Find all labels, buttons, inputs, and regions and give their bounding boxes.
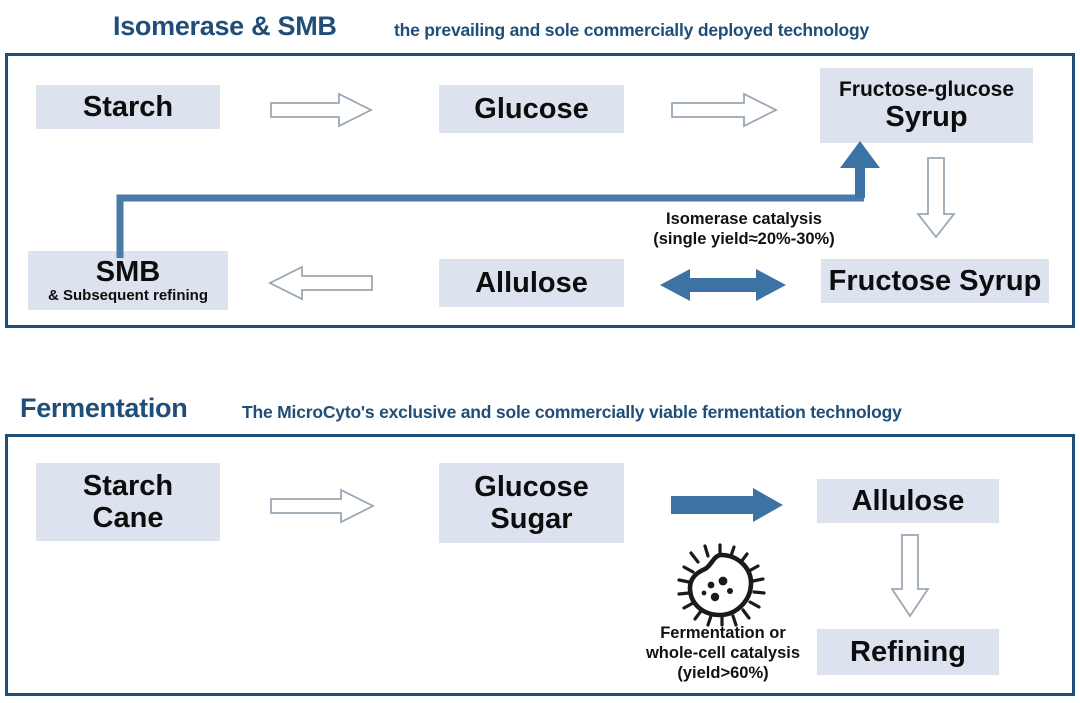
arrow-allulose-fructose-syrup-double xyxy=(658,266,788,304)
node-allulose-p1[interactable]: Allulose xyxy=(439,259,624,307)
arrow-smb-to-fructose-glucose-syrup-elbow xyxy=(108,136,908,261)
node-glucose-label: Glucose xyxy=(474,92,589,125)
caption-isomerase-line2: (single yield≈20%-30%) xyxy=(653,230,835,249)
node-starch-cane[interactable]: Starch Cane xyxy=(36,463,220,541)
node-fructose-glucose-syrup-label-line2: Syrup xyxy=(885,101,968,134)
arrow-allulose-to-refining xyxy=(889,533,931,619)
arrow-glucose-to-fructose-glucose-syrup xyxy=(670,92,779,128)
arrow-fructose-glucose-syrup-to-fructose-syrup xyxy=(916,156,956,240)
arrow-allulose-to-smb xyxy=(267,265,374,301)
panel-isomerase-smb: Starch Glucose Fructose-glucose Syrup SM… xyxy=(5,53,1075,328)
caption-isomerase-catalysis: Isomerase catalysis (single yield≈20%-30… xyxy=(616,209,872,249)
node-smb[interactable]: SMB & Subsequent refining xyxy=(28,251,228,310)
node-fructose-syrup[interactable]: Fructose Syrup xyxy=(821,259,1049,303)
node-glucose[interactable]: Glucose xyxy=(439,85,624,133)
arrow-starch-to-glucose xyxy=(269,92,374,128)
node-smb-label-line1: SMB xyxy=(95,255,161,288)
node-fructose-glucose-syrup-label-line1: Fructose-glucose xyxy=(838,77,1015,101)
node-allulose-p1-label: Allulose xyxy=(475,266,588,299)
caption-fermentation-line3: (yield>60%) xyxy=(677,664,769,683)
panel1-title-main: Isomerase & SMB xyxy=(113,11,337,41)
node-starch[interactable]: Starch xyxy=(36,85,220,129)
node-glucose-sugar[interactable]: Glucose Sugar xyxy=(439,463,624,543)
panel2-title-sub: The MicroCyto's exclusive and sole comme… xyxy=(242,402,902,422)
node-refining-label: Refining xyxy=(850,635,966,668)
node-fructose-glucose-syrup[interactable]: Fructose-glucose Syrup xyxy=(820,68,1033,143)
caption-fermentation-line2: whole-cell catalysis xyxy=(645,644,801,663)
arrow-starch-cane-to-glucose-sugar xyxy=(269,488,376,524)
node-glucose-sugar-label-line2: Sugar xyxy=(490,503,573,535)
node-refining[interactable]: Refining xyxy=(817,629,999,675)
node-fructose-syrup-label: Fructose Syrup xyxy=(828,264,1042,297)
caption-isomerase-line1: Isomerase catalysis xyxy=(666,210,822,228)
panel-fermentation: Starch Cane Glucose Sugar Allulose Refin… xyxy=(5,434,1075,696)
panel2-title-main: Fermentation xyxy=(20,393,188,423)
caption-fermentation: Fermentation or whole-cell catalysis (yi… xyxy=(616,623,830,683)
node-starch-cane-label-line1: Starch xyxy=(82,469,174,502)
node-starch-label: Starch xyxy=(82,90,174,123)
node-glucose-sugar-label-line1: Glucose xyxy=(474,470,589,503)
node-starch-cane-label-line2: Cane xyxy=(92,502,164,534)
panel1-title-sub: the prevailing and sole commercially dep… xyxy=(394,20,870,40)
caption-fermentation-line1: Fermentation or xyxy=(660,624,786,642)
node-allulose-p2-label: Allulose xyxy=(851,484,965,517)
microbe-icon xyxy=(674,543,772,627)
node-smb-label-line2: & Subsequent refining xyxy=(47,287,208,305)
arrow-glucose-sugar-to-allulose xyxy=(669,486,785,524)
node-allulose-p2[interactable]: Allulose xyxy=(817,479,999,523)
